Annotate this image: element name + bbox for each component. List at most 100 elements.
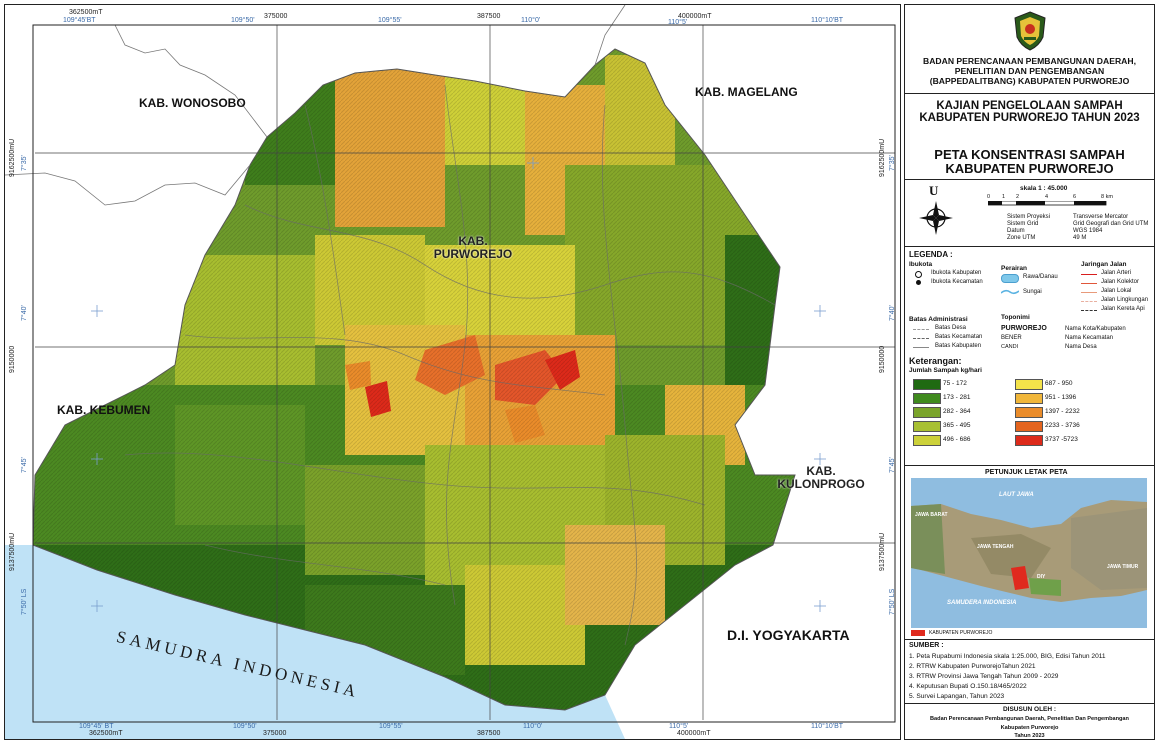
coord-top: 387500 <box>477 13 501 20</box>
compass-rose-icon <box>919 201 953 235</box>
batas-item: Batas Kabupaten <box>935 343 982 349</box>
agency-title: BADAN PERENCANAAN PEMBANGUNAN DAERAH, PE… <box>923 56 1136 86</box>
sumber-title: SUMBER : <box>909 642 944 649</box>
road-kolektor-line <box>1081 283 1097 284</box>
class-swatch-9 <box>1015 421 1043 432</box>
class-range: 75 - 172 <box>943 380 967 387</box>
projection-key: Zone UTM <box>1007 235 1036 241</box>
regency-boundary-line <box>913 347 929 348</box>
village-boundary-line <box>913 329 929 330</box>
class-range: 1397 - 2232 <box>1045 408 1080 415</box>
toponimi-name: PURWOREJO <box>1001 325 1047 332</box>
map-canvas[interactable] <box>5 5 900 739</box>
class-range: 282 - 364 <box>943 408 971 415</box>
class-swatch-1 <box>913 379 941 390</box>
coord-top: 109°45'BT <box>63 17 96 24</box>
jalan-item: Jalan Lokal <box>1101 288 1132 294</box>
legend-title: LEGENDA : <box>909 250 953 259</box>
district-capital-icon <box>916 280 921 285</box>
label-purworejo: KAB. PURWOREJO <box>433 234 513 261</box>
map-frame[interactable]: 362500mT 109°45'BT 109°50' 375000 109°55… <box>4 4 901 740</box>
inset-label: JAWA TIMUR <box>1107 564 1139 570</box>
scale-label: skala 1 : 45.000 <box>1020 185 1068 192</box>
legend-panel: BADAN PERENCANAAN PEMBANGUNAN DAERAH, PE… <box>904 4 1155 740</box>
class-swatch-8 <box>1015 407 1043 418</box>
coord-bottom: 362500mT <box>89 730 123 737</box>
lake-swatch-icon <box>1001 274 1019 283</box>
coord-bottom: 109°55' <box>379 723 403 730</box>
sumber-item: 4. Keputusan Bupati O.150.18/465/2022 <box>909 683 1027 690</box>
class-range: 2233 - 3736 <box>1045 422 1080 429</box>
coord-right: 7°35' <box>889 155 896 171</box>
scale-tick: 0 <box>987 194 991 200</box>
scale-tick: 1 <box>1002 194 1006 200</box>
inset-map[interactable]: LAUT JAWA JAWA BARAT JAWA TENGAH DIY JAW… <box>911 478 1147 628</box>
coord-top: 110°5' <box>668 19 688 26</box>
sumber-item: 1. Peta Rupabumi Indonesia skala 1:25.00… <box>909 653 1106 660</box>
class-range: 687 - 950 <box>1045 380 1073 387</box>
coord-bottom: 109°45' BT <box>79 723 114 730</box>
coord-left: 7°40' <box>21 305 28 321</box>
batas-item: Batas Desa <box>935 325 967 331</box>
sumber-item: 2. RTRW Kabupaten PurworejoTahun 2021 <box>909 663 1036 670</box>
railway-line <box>1081 310 1097 311</box>
inset-label: JAWA TENGAH <box>977 544 1014 550</box>
label-wonosobo: KAB. WONOSOBO <box>139 96 246 110</box>
label-kebumen: KAB. KEBUMEN <box>57 403 151 417</box>
coord-bottom: 387500 <box>477 730 501 737</box>
coord-top: 375000 <box>264 13 288 20</box>
coat-of-arms-icon <box>1014 11 1046 51</box>
scale-bar <box>988 201 1107 206</box>
projection-value: Grid Geografi dan Grid UTM <box>1073 221 1149 227</box>
coord-top: 400000mT <box>678 13 712 20</box>
river-icon <box>1001 289 1019 295</box>
coord-left: 9162500mU <box>9 138 16 177</box>
keterangan-title: Keterangan: <box>909 356 962 366</box>
toponimi-name: BENER <box>1001 335 1022 341</box>
jalan-title: Jaringan Jalan <box>1081 261 1127 268</box>
regency-capital-icon <box>915 271 922 278</box>
scale-tick: 4 <box>1045 194 1049 200</box>
toponimi-desc: Nama Desa <box>1065 344 1097 350</box>
coord-top: 362500mT <box>69 9 103 16</box>
coord-right: 9150000 <box>879 345 886 373</box>
perairan-item: Rawa/Danau <box>1023 274 1058 280</box>
coord-right: 7°45' <box>889 457 896 473</box>
coord-bottom: 110°5' <box>669 723 689 730</box>
projection-key: Sistem Proyeksi <box>1007 214 1051 220</box>
label-kulonprogo: KAB. KULONPROGO <box>777 464 865 491</box>
road-lingkungan-line <box>1081 301 1097 302</box>
disusun-line: Badan Perencanaan Pembangunan Daerah, Pe… <box>930 716 1129 722</box>
coord-right: 7°40' <box>889 305 896 321</box>
coord-bottom: 400000mT <box>677 730 711 737</box>
perairan-title: Perairan <box>1001 265 1028 272</box>
coord-top: 109°55' <box>378 17 402 24</box>
road-arteri-line <box>1081 274 1097 275</box>
class-range: 951 - 1396 <box>1045 394 1077 401</box>
toponimi-desc: Nama Kota/Kabupaten <box>1065 326 1126 332</box>
jalan-item: Jalan Lingkungan <box>1101 297 1149 303</box>
ibukota-title: Ibukota <box>909 261 933 268</box>
projection-value: WGS 1984 <box>1073 228 1103 234</box>
ibukota-item: Ibukota Kabupaten <box>931 270 982 276</box>
ibukota-item: Ibukota Kecamatan <box>931 279 983 285</box>
coord-right: 9162500mU <box>879 138 886 177</box>
scale-tick: 8 km <box>1101 194 1113 200</box>
coord-top: 110°0' <box>521 17 541 24</box>
coord-bottom: 110°0' <box>523 723 543 730</box>
inset-legend-label: KABUPATEN PURWOREJO <box>929 630 993 636</box>
jalan-item: Jalan Kereta Api <box>1101 306 1145 312</box>
jalan-item: Jalan Kolektor <box>1101 279 1140 285</box>
java-island <box>911 500 1147 602</box>
coord-bottom: 109°50' <box>233 723 257 730</box>
toponimi-desc: Nama Kecamatan <box>1065 335 1114 341</box>
perairan-item: Sungai <box>1023 289 1042 295</box>
coord-left: 9150000 <box>9 345 16 373</box>
north-letter: U <box>929 183 939 198</box>
class-swatch-7 <box>1015 393 1043 404</box>
coord-top: 110°10'BT <box>811 17 844 24</box>
sea-area <box>5 545 625 739</box>
scale-tick: 2 <box>1016 194 1020 200</box>
class-swatch-4 <box>913 421 941 432</box>
class-range: 496 - 686 <box>943 436 971 443</box>
